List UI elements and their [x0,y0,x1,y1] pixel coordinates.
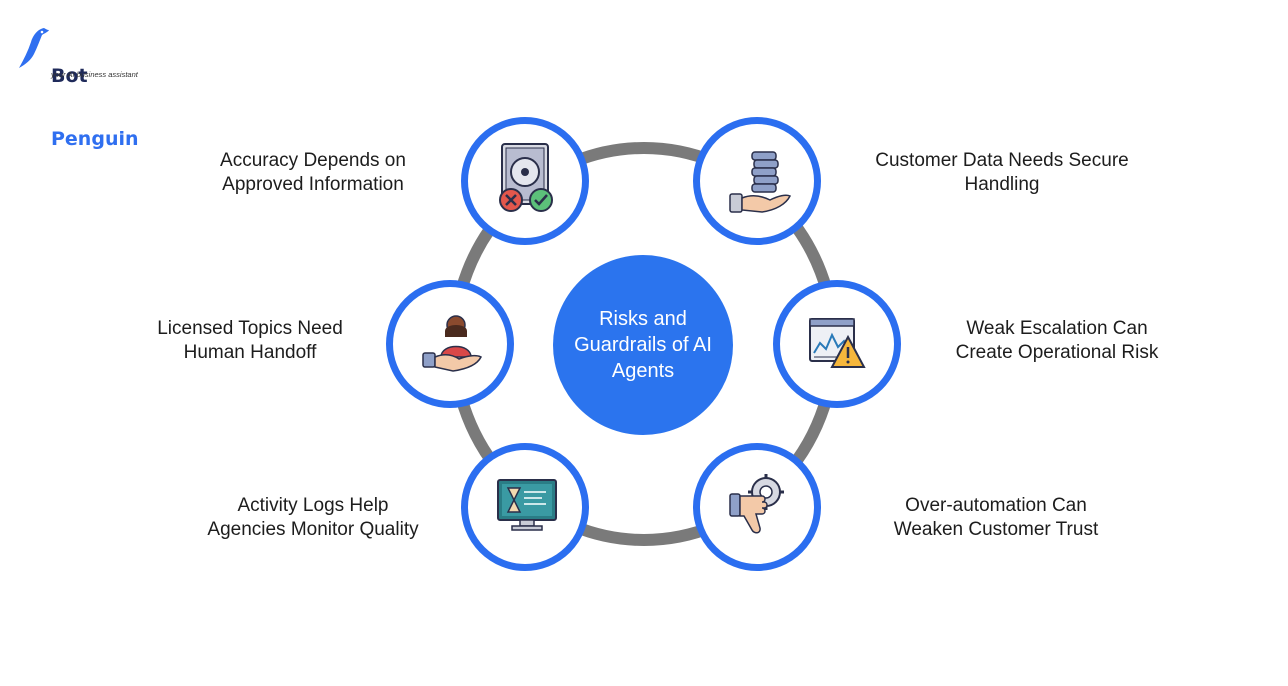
human-handoff-icon [422,315,483,372]
brand-logo: Bot Penguin your AI business assistant [18,24,148,150]
label-weak-escalation: Weak Escalation Can Create Operational R… [955,318,1159,363]
penguin-logo-icon [19,28,49,68]
brand-line-2: Penguin [51,128,139,150]
node-weak-escalation [773,280,901,408]
brand-tagline: your AI business assistant [51,70,138,79]
node-customer-data [693,117,821,245]
brand-name: Bot Penguin [51,24,139,192]
label-customer-data: Customer Data Needs Secure Handling [875,150,1129,195]
label-accuracy: Accuracy Depends on Approved Information [220,150,406,195]
thumbs-down-gear-icon [729,474,784,534]
node-over-automation [693,443,821,571]
label-licensed-topics: Licensed Topics Need Human Handoff [157,318,343,363]
monitor-hourglass-icon [497,479,557,531]
node-activity-logs [461,443,589,571]
node-accuracy [461,117,589,245]
label-activity-logs: Activity Logs Help Agencies Monitor Qual… [207,495,419,540]
accuracy-check-icon [499,143,553,212]
node-licensed-topics [386,280,514,408]
data-coins-hand-icon [729,151,792,213]
chart-warning-icon [809,318,866,368]
brand-line-1: Bot [51,65,88,87]
label-over-automation: Over-automation Can Weaken Customer Trus… [893,495,1099,540]
center-title: Risks and Guardrails of AI Agents [553,255,733,435]
